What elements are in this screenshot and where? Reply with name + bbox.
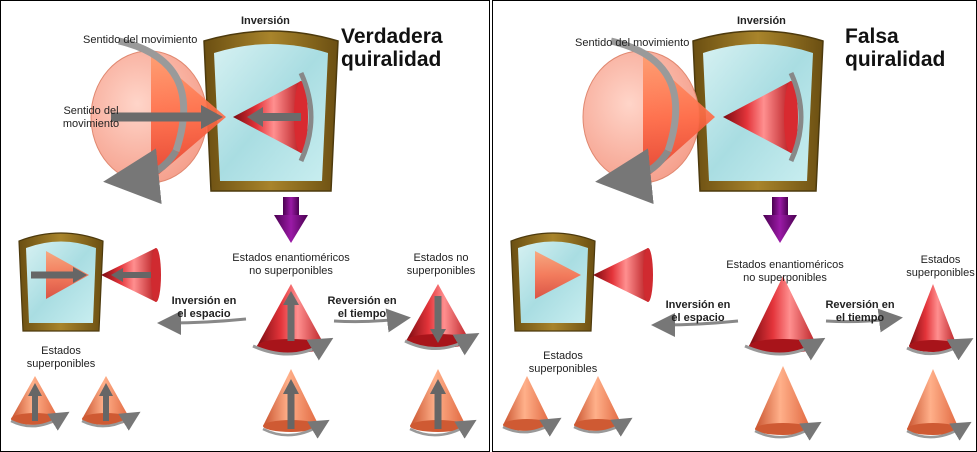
cone-enantiomer-down xyxy=(404,284,480,356)
label-enantiomers-1: Estados enantioméricos xyxy=(232,252,350,264)
cone-large-object xyxy=(90,37,226,205)
title-line-2: quiralidad xyxy=(341,48,442,71)
cone-enantiomer-right xyxy=(906,284,974,361)
label-direction-top: Sentido del movimiento xyxy=(575,37,690,49)
label-enantiomers-2: no superponibles xyxy=(743,272,827,284)
label-inversion: Inversión xyxy=(241,15,290,27)
cone-superposable-1 xyxy=(502,376,562,437)
cone-bottom-right xyxy=(409,369,477,439)
label-time-reversal-2: el tiempo xyxy=(337,308,387,320)
cone-small-reflection xyxy=(593,248,653,302)
label-space-inversion-1: Inversión en xyxy=(171,295,237,307)
cone-bottom-right xyxy=(906,369,972,441)
purple-down-arrow xyxy=(274,197,308,243)
label-superposable-right-1: Estados xyxy=(920,254,961,266)
label-non-superposable-2: superponibles xyxy=(406,265,476,277)
label-non-superposable-1: Estados no xyxy=(413,252,469,264)
label-space-inversion-2: el espacio xyxy=(177,308,231,320)
label-superposable-1: Estados xyxy=(543,350,583,362)
label-superposable-right-2: superponibles xyxy=(906,267,975,279)
label-space-inversion-2: el espacio xyxy=(671,312,725,324)
mirror-small xyxy=(510,232,596,332)
cone-bottom-center xyxy=(754,366,822,441)
purple-down-arrow xyxy=(763,197,797,243)
cone-superposable-2 xyxy=(81,376,141,431)
cone-enantiomer-up xyxy=(252,284,334,361)
cone-superposable-2 xyxy=(573,376,633,437)
label-enantiomers-1: Estados enantioméricos xyxy=(726,259,844,271)
title-line-2: quiralidad xyxy=(845,48,946,71)
true-chirality-illustration xyxy=(10,30,480,439)
arrow-time-reversal xyxy=(333,308,411,333)
mirror-small xyxy=(18,232,104,332)
label-time-reversal-1: Reversión en xyxy=(327,295,397,307)
label-direction-side-1: Sentido del xyxy=(63,105,119,117)
title-line-1: Falsa xyxy=(845,25,899,48)
label-direction-top: Sentido del movimiento xyxy=(83,34,198,46)
cone-small-reflection xyxy=(101,248,161,302)
arrow-time-reversal xyxy=(825,308,903,333)
cone-large-object xyxy=(582,37,715,205)
label-time-reversal-2: el tiempo xyxy=(835,312,885,324)
label-superposable-2: superponibles xyxy=(528,363,598,375)
panel-true-chirality: Inversión Verdadera quiralidad Sentido d… xyxy=(0,0,490,452)
cone-enantiomer-center xyxy=(744,276,826,361)
cone-bottom-center xyxy=(262,369,330,439)
cone-large-reflection xyxy=(233,71,314,163)
panel-false-chirality: Inversión Falsa quiralidad Sentido del m… xyxy=(492,0,977,452)
label-space-inversion-1: Inversión en xyxy=(665,299,731,311)
label-superposable-1: Estados xyxy=(41,345,81,357)
label-inversion: Inversión xyxy=(737,15,786,27)
arrow-space-inversion xyxy=(157,310,247,335)
cone-superposable-1 xyxy=(10,376,70,431)
title-line-1: Verdadera xyxy=(341,25,443,48)
label-enantiomers-2: no superponibles xyxy=(249,265,333,277)
label-direction-side-2: movimiento xyxy=(62,118,120,130)
cone-large-reflection xyxy=(723,71,804,163)
false-chirality-illustration xyxy=(502,30,974,441)
label-superposable-2: superponibles xyxy=(26,358,96,370)
label-time-reversal-1: Reversión en xyxy=(825,299,895,311)
arrow-space-inversion xyxy=(651,312,739,337)
